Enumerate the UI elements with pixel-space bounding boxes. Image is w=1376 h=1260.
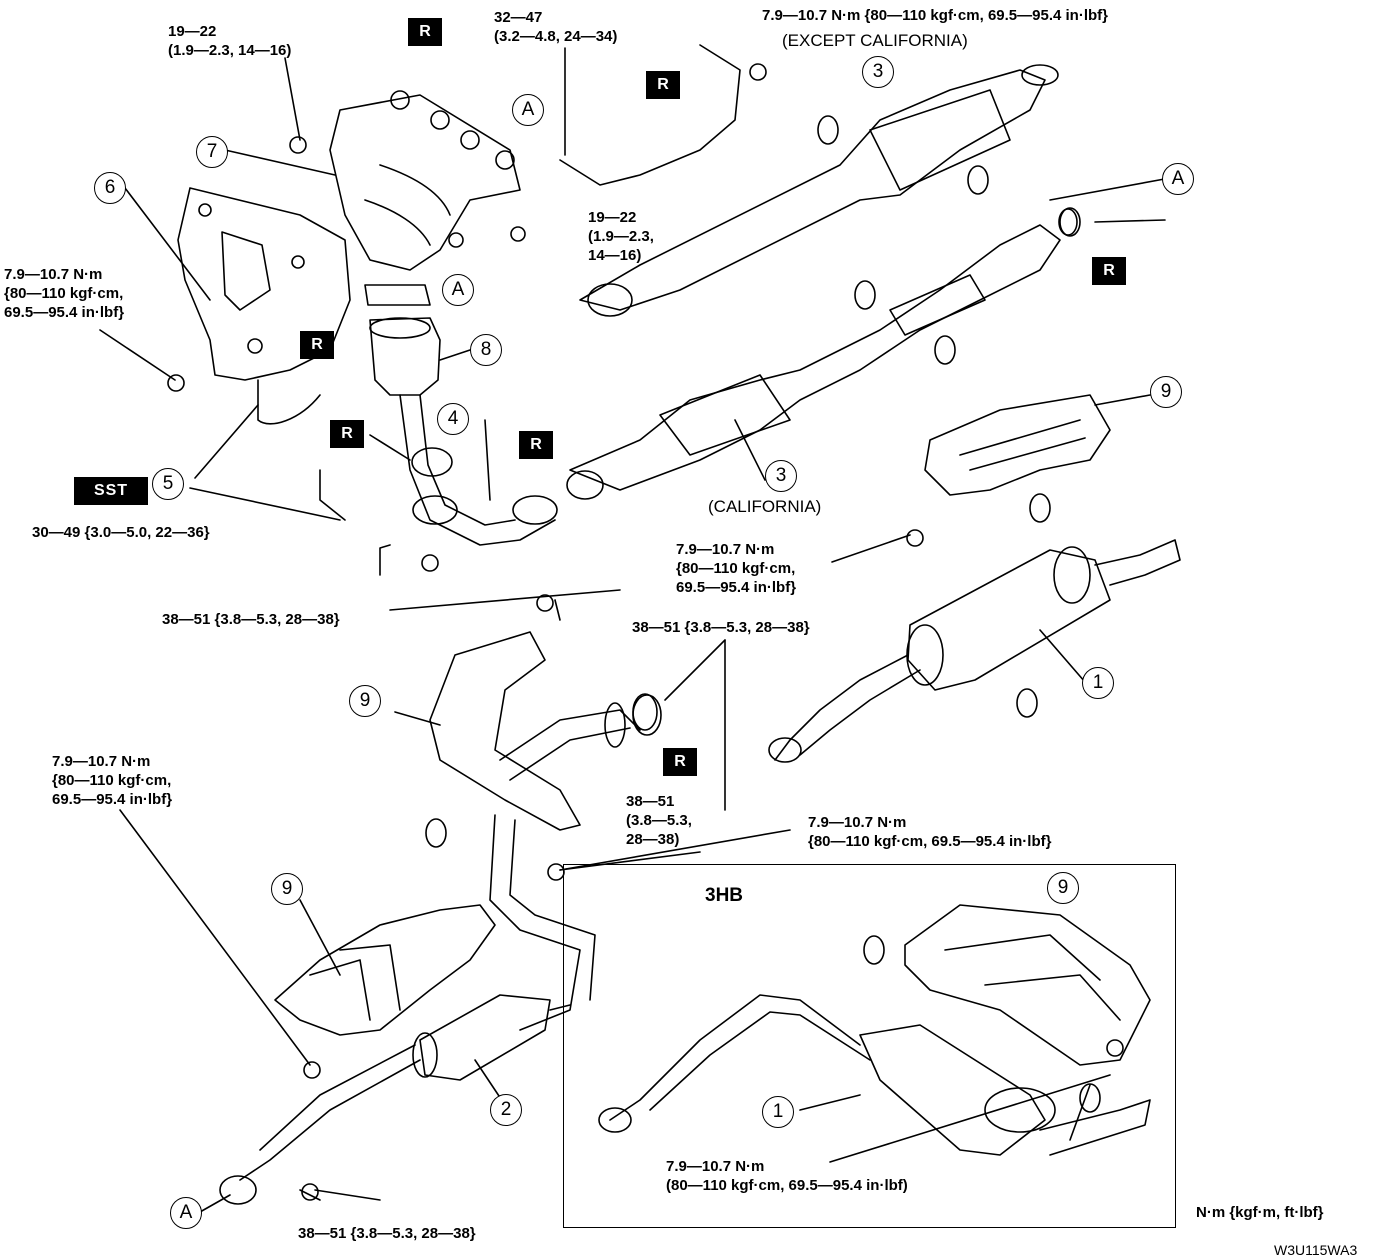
replace-tag: R xyxy=(646,71,680,99)
main-silencer-1-3hb xyxy=(859,1024,1046,1156)
torque-38-51-bottom: 38—51 {3.8—5.3, 28—38} xyxy=(298,1225,476,1242)
callout-1: 1 xyxy=(1082,667,1114,699)
warm-up-converter-8 xyxy=(369,317,441,396)
note-california: (CALIFORNIA) xyxy=(708,497,822,516)
replace-tag: R xyxy=(519,431,553,459)
replace-tag: R xyxy=(300,331,334,359)
callout-5: 5 xyxy=(152,468,184,500)
exhaust-manifold-7 xyxy=(329,94,521,271)
figure-code: W3U115WA3 xyxy=(1274,1242,1358,1258)
replace-tag: R xyxy=(408,18,442,46)
torque-7-9-3hb: 7.9—10.7 N·m (80—110 kgf·cm, 69.5—95.4 i… xyxy=(666,1158,908,1194)
sst-tag: SST xyxy=(74,477,148,505)
torque-7-9-lower-left: 7.9—10.7 N·m {80—110 kgf·cm, 69.5—95.4 i… xyxy=(52,753,173,808)
replace-tag: R xyxy=(330,420,364,448)
replace-tag: R xyxy=(663,748,697,776)
heat-insulator-9-upper xyxy=(924,394,1111,496)
pre-silencer-2 xyxy=(419,994,551,1081)
middle-pipe xyxy=(489,814,581,1031)
torque-30-49: 30—49 {3.0—5.0, 22—36} xyxy=(32,524,210,541)
callout-7: 7 xyxy=(196,136,228,168)
callout-a-right: A xyxy=(1162,163,1194,195)
heat-insulator-6 xyxy=(177,187,351,381)
front-pipe-4 xyxy=(399,394,556,546)
note-except-california: (EXCEPT CALIFORNIA) xyxy=(782,31,968,50)
callout-9-upper: 9 xyxy=(1150,376,1182,408)
callout-2: 2 xyxy=(490,1094,522,1126)
callout-6: 6 xyxy=(94,172,126,204)
note-units: N·m {kgf·m, ft·lbf} xyxy=(1196,1204,1324,1221)
callout-9-mid: 9 xyxy=(349,685,381,717)
callout-3-upper: 3 xyxy=(862,56,894,88)
callout-a-upper: A xyxy=(512,94,544,126)
callout-3-california: 3 xyxy=(765,460,797,492)
main-silencer-1 xyxy=(907,549,1111,691)
replace-tag: R xyxy=(1092,257,1126,285)
callout-4: 4 xyxy=(437,403,469,435)
heat-insulator-9-3hb xyxy=(904,904,1151,1066)
main-converter-3-upper xyxy=(579,69,1046,311)
callout-8: 8 xyxy=(470,334,502,366)
note-3hb: 3HB xyxy=(705,885,744,906)
torque-7-9-center: 7.9—10.7 N·m {80—110 kgf·cm, 69.5—95.4 i… xyxy=(808,814,1052,850)
heat-insulator-9-mid xyxy=(429,631,581,831)
torque-19-22-mid: 19—22 (1.9—2.3, 14—16) xyxy=(588,209,654,264)
torque-7-9-left: 7.9—10.7 N·m {80—110 kgf·cm, 69.5—95.4 i… xyxy=(4,266,125,321)
callout-9-3hb: 9 xyxy=(1047,872,1079,904)
torque-38-51-c: 38—51 (3.8—5.3, 28—38) xyxy=(626,793,692,848)
3hb-variant-frame xyxy=(563,864,1176,1228)
torque-7-9-top: 7.9—10.7 N·m {80—110 kgf·cm, 69.5—95.4 i… xyxy=(762,7,1108,24)
callout-9-lower: 9 xyxy=(271,873,303,905)
torque-7-9-right: 7.9—10.7 N·m {80—110 kgf·cm, 69.5—95.4 i… xyxy=(676,541,797,596)
callout-1-3hb: 1 xyxy=(762,1096,794,1128)
torque-38-51-a: 38—51 {3.8—5.3, 28—38} xyxy=(162,611,340,628)
callout-a-bottom: A xyxy=(170,1197,202,1229)
torque-32-47: 32—47 (3.2—4.8, 24—34) xyxy=(494,9,618,45)
torque-19-22-top: 19—22 (1.9—2.3, 14—16) xyxy=(168,23,292,59)
torque-38-51-b: 38—51 {3.8—5.3, 28—38} xyxy=(632,619,810,636)
heat-insulator-9-lower xyxy=(274,904,496,1036)
callout-a-mid: A xyxy=(442,274,474,306)
